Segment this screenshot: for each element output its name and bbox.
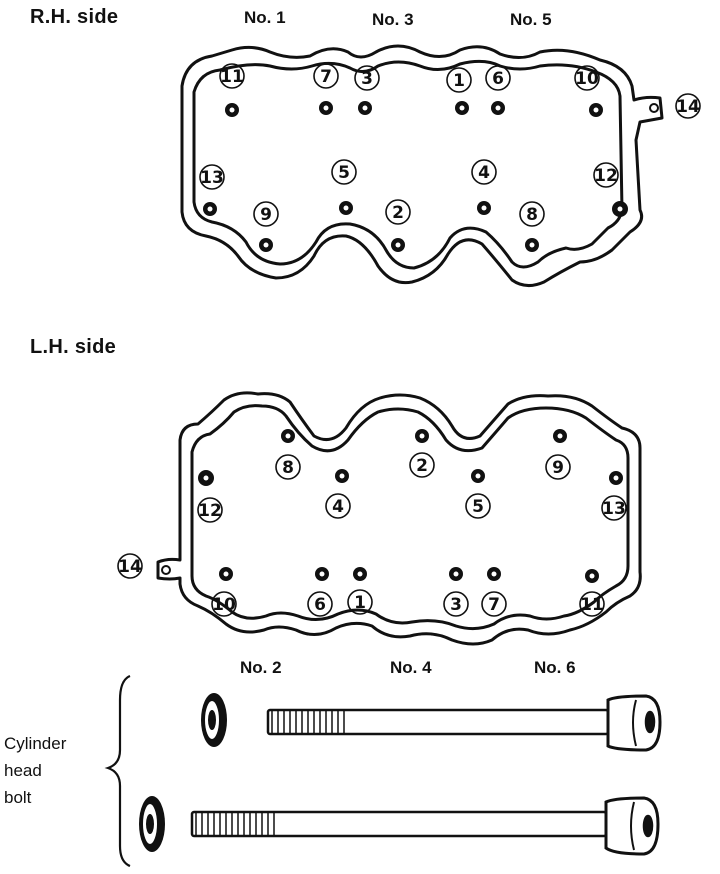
bolt-caption-line-3: bolt: [4, 788, 32, 807]
lh-num-6: 6: [307, 591, 333, 617]
svg-text:5: 5: [338, 163, 350, 183]
svg-text:10: 10: [575, 69, 599, 89]
rh-num-4: 4: [471, 159, 497, 185]
washer-2: [139, 796, 165, 852]
rh-num-3: 3: [354, 65, 380, 91]
rh-num-1: 1: [446, 67, 472, 93]
svg-text:3: 3: [361, 69, 373, 89]
svg-text:12: 12: [594, 166, 618, 186]
lh-num-8: 8: [275, 454, 301, 480]
lh-num-7: 7: [481, 591, 507, 617]
rh-side-title: R.H. side: [30, 6, 119, 28]
bolt-brace: [104, 674, 131, 868]
rh-sequence-numbers: 11 7 3 1 6 10 13 5 4 12 9 2 8 14: [199, 63, 701, 227]
lh-cylinder-2: No. 2: [240, 658, 282, 677]
lh-num-1: 1: [347, 589, 373, 615]
bolt-short-thread: [271, 710, 345, 734]
lh-num-4: 4: [325, 493, 351, 519]
svg-text:10: 10: [212, 595, 236, 615]
lh-num-12: 12: [197, 497, 223, 523]
svg-text:3: 3: [450, 595, 462, 615]
svg-text:7: 7: [320, 67, 332, 87]
washer-1: [201, 693, 227, 747]
rh-num-8: 8: [519, 201, 545, 227]
lh-num-13: 13: [601, 495, 627, 521]
svg-text:11: 11: [580, 595, 604, 615]
svg-text:1: 1: [354, 593, 366, 613]
bolt-caption-line-1: Cylinder: [4, 734, 67, 753]
lh-num-14: 14: [117, 553, 143, 579]
bolt-caption-line-2: head: [4, 761, 42, 780]
rh-num-6: 6: [485, 65, 511, 91]
lh-bolt-holes: [198, 429, 623, 583]
rh-num-12: 12: [593, 162, 619, 188]
svg-text:4: 4: [332, 497, 344, 517]
svg-text:11: 11: [220, 67, 244, 87]
svg-text:9: 9: [552, 458, 564, 478]
bolt-long: [190, 796, 660, 856]
svg-text:2: 2: [392, 203, 404, 223]
lh-num-11: 11: [579, 591, 605, 617]
rh-num-14: 14: [675, 93, 701, 119]
lh-num-3: 3: [443, 591, 469, 617]
lh-cylinder-4: No. 4: [390, 658, 432, 677]
svg-text:6: 6: [492, 69, 504, 89]
rh-num-10: 10: [574, 65, 600, 91]
svg-text:1: 1: [453, 71, 465, 91]
rh-head-outline: [180, 44, 664, 287]
bolt-short: [266, 694, 662, 752]
rh-num-2: 2: [385, 199, 411, 225]
bolt-long-thread: [195, 812, 275, 836]
svg-text:9: 9: [260, 205, 272, 225]
svg-text:7: 7: [488, 595, 500, 615]
svg-text:4: 4: [478, 163, 490, 183]
lh-num-9: 9: [545, 454, 571, 480]
rh-cylinder-3: No. 3: [372, 10, 414, 29]
svg-text:13: 13: [200, 168, 224, 188]
rh-num-11: 11: [219, 63, 245, 89]
svg-text:14: 14: [676, 97, 700, 117]
rh-num-9: 9: [253, 201, 279, 227]
lh-side-title: L.H. side: [30, 336, 117, 358]
lh-num-5: 5: [465, 493, 491, 519]
lh-num-2: 2: [409, 452, 435, 478]
rh-num-7: 7: [313, 63, 339, 89]
svg-text:12: 12: [198, 501, 222, 521]
rh-cylinder-1: No. 1: [244, 8, 286, 27]
svg-text:14: 14: [118, 557, 142, 577]
svg-text:8: 8: [526, 205, 538, 225]
svg-text:13: 13: [602, 499, 626, 519]
lh-cylinder-6: No. 6: [534, 658, 576, 677]
svg-text:8: 8: [282, 458, 294, 478]
rh-cylinder-5: No. 5: [510, 10, 552, 29]
svg-text:6: 6: [314, 595, 326, 615]
rh-num-13: 13: [199, 164, 225, 190]
rh-bolt-holes: [203, 101, 628, 252]
lh-head-outline: [156, 391, 642, 646]
svg-text:5: 5: [472, 497, 484, 517]
lh-num-10: 10: [211, 591, 237, 617]
bolt-caption: Cylinder head bolt: [4, 730, 66, 811]
svg-text:2: 2: [416, 456, 428, 476]
rh-num-5: 5: [331, 159, 357, 185]
lh-sequence-numbers: 8 2 9 4 5 12 13 10 6 1 3 7 11 14: [117, 452, 627, 617]
